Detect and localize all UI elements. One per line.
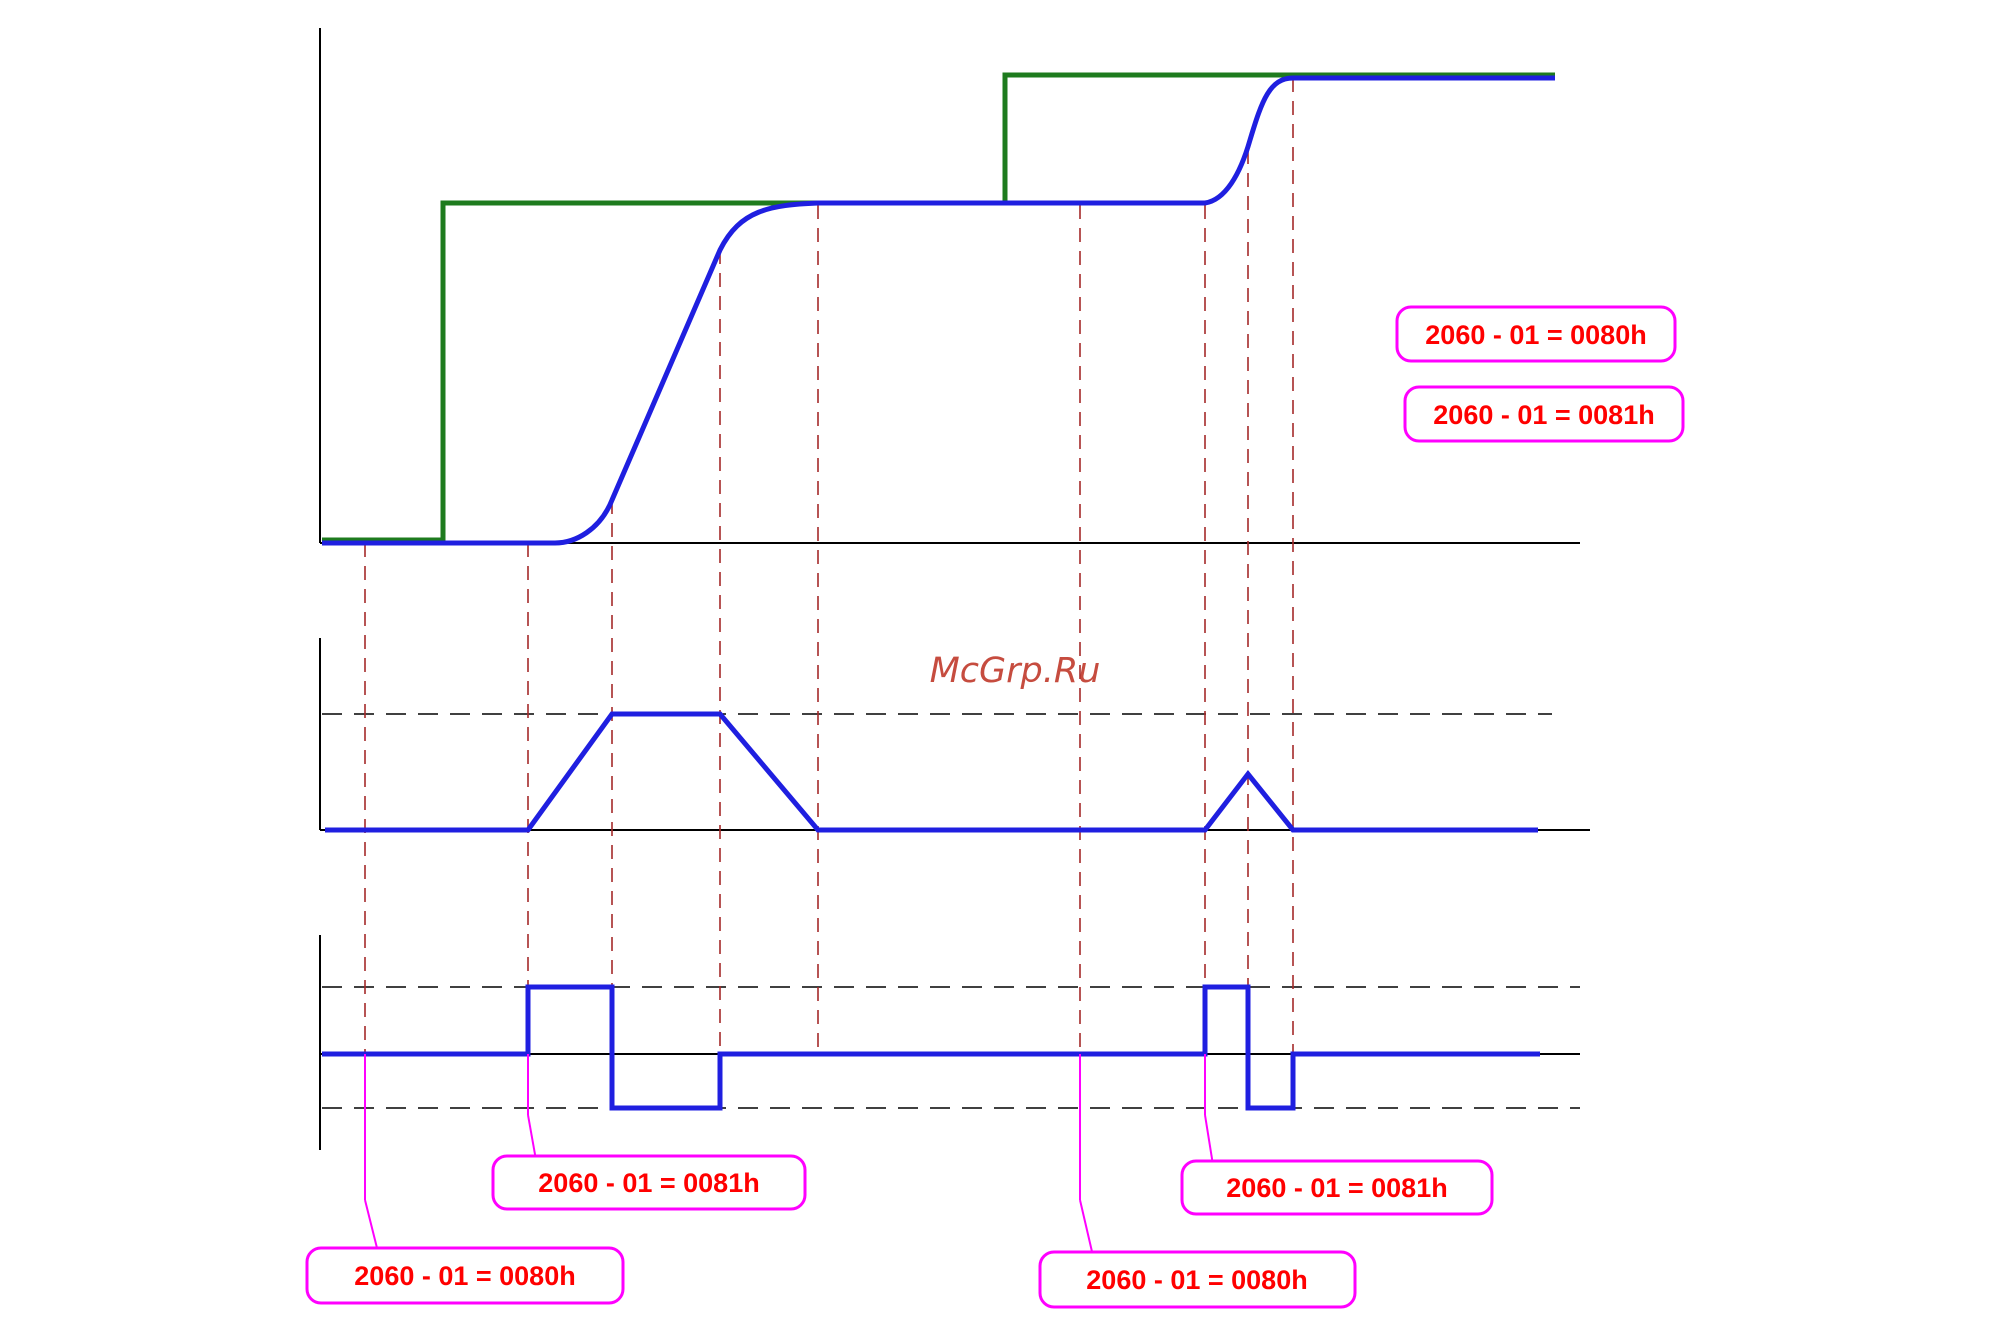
callout-label: 2060 - 01 = 0081h: [1226, 1173, 1447, 1203]
callout-pointer: [365, 1200, 378, 1252]
legend-item-0081h: 2060 - 01 = 0081h: [1405, 387, 1683, 441]
time-guide-lines: [365, 78, 1293, 1108]
callout-pointer: [1205, 1115, 1213, 1165]
axes: [320, 28, 1590, 1150]
actual-position-curve: [322, 78, 1555, 543]
legend-item-0080h: 2060 - 01 = 0080h: [1397, 307, 1675, 361]
watermark: McGrp.Ru: [930, 651, 1101, 691]
acceleration-curve: [322, 987, 1540, 1108]
callout-0081h-first: 2060 - 01 = 0081h: [493, 1156, 805, 1209]
callout-label: 2060 - 01 = 0080h: [1086, 1265, 1307, 1295]
callout-pointer: [528, 1115, 536, 1160]
callout-0080h-second: 2060 - 01 = 0080h: [1040, 1252, 1355, 1307]
callout-label: 2060 - 01 = 0080h: [354, 1261, 575, 1291]
reference-lines: [322, 714, 1580, 1108]
velocity-curve: [325, 714, 1538, 830]
callout-0081h-second: 2060 - 01 = 0081h: [1182, 1161, 1492, 1214]
target-position-curve: [322, 75, 1555, 540]
callout-pointer: [1080, 1200, 1093, 1256]
legend-label: 2060 - 01 = 0080h: [1425, 320, 1646, 350]
callout-label: 2060 - 01 = 0081h: [538, 1168, 759, 1198]
legend-label: 2060 - 01 = 0081h: [1433, 400, 1654, 430]
callout-0080h-first: 2060 - 01 = 0080h: [307, 1248, 623, 1303]
